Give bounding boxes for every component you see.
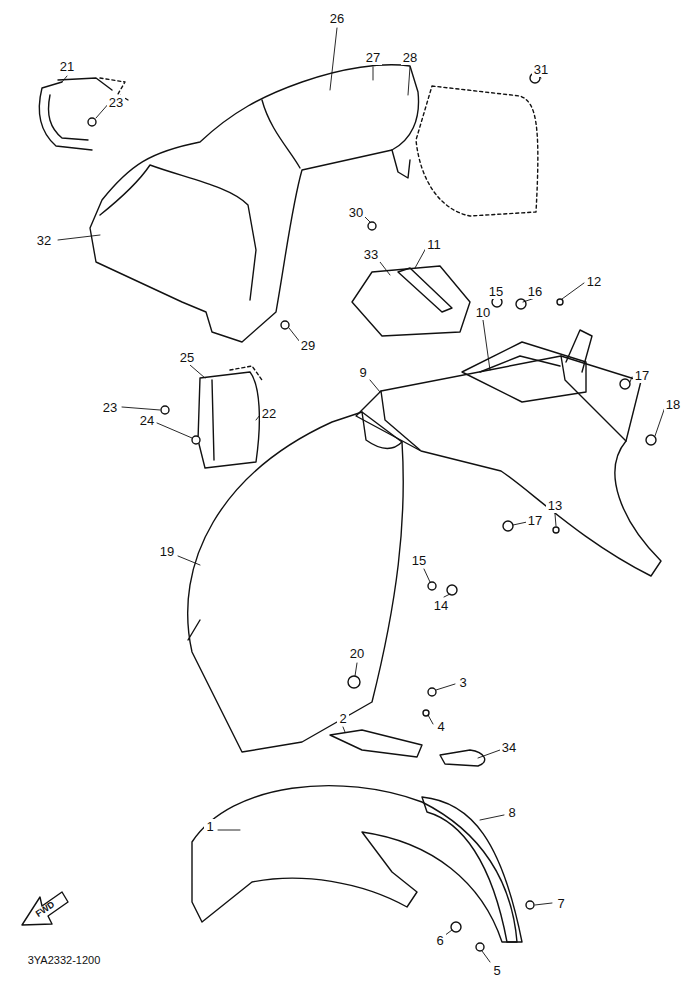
callout-number: 25	[178, 350, 196, 365]
callout-number: 13	[546, 498, 564, 513]
callout-number: 4	[435, 719, 446, 734]
front-fender	[192, 786, 517, 942]
callout-number: 17	[526, 513, 544, 528]
callout-number: 33	[362, 247, 380, 262]
part-code: 3YA2332-1200	[26, 954, 103, 967]
callout-number: 8	[506, 805, 517, 820]
callout-number: 15	[487, 284, 505, 299]
fwd-arrow	[22, 892, 68, 925]
rear-fender-edge	[188, 412, 402, 640]
stay	[566, 330, 592, 372]
seat-hook	[392, 150, 410, 178]
direction-label: FWD	[32, 898, 58, 921]
mudguard	[422, 797, 522, 942]
callout-number: 9	[357, 365, 368, 380]
plate	[462, 342, 586, 402]
callout-number: 11	[425, 237, 443, 252]
callout-number: 6	[434, 933, 445, 948]
callout-number: 15	[410, 553, 428, 568]
callout-number: 16	[526, 284, 544, 299]
callout-number: 31	[532, 62, 550, 77]
grab-bar	[39, 78, 112, 150]
hardware	[88, 73, 656, 951]
bracket-ghost	[230, 366, 262, 380]
callout-number: 2	[337, 711, 348, 726]
seat	[90, 65, 419, 342]
callout-number: 27	[364, 50, 382, 65]
callout-number: 10	[474, 305, 492, 320]
callout-number: 29	[299, 338, 317, 353]
callout-number: 19	[158, 544, 176, 559]
callout-number: 5	[491, 963, 502, 978]
callout-number: 23	[107, 95, 125, 110]
callout-number: 7	[555, 896, 566, 911]
bracket	[198, 372, 259, 468]
callout-number: 30	[347, 205, 365, 220]
callout-number: 24	[138, 413, 156, 428]
fender-edge	[381, 356, 626, 450]
callout-number: 34	[500, 740, 518, 755]
leader-lines	[58, 28, 665, 962]
callout-number: 3	[457, 675, 468, 690]
callout-number: 22	[260, 406, 278, 421]
brace	[330, 730, 422, 757]
strap	[398, 268, 452, 312]
callout-number: 20	[348, 646, 366, 661]
callout-number: 21	[58, 59, 76, 74]
seat-edge	[100, 100, 300, 300]
callout-number: 14	[432, 598, 450, 613]
callout-number: 1	[204, 819, 215, 834]
callout-number: 32	[35, 233, 53, 248]
callout-number: 18	[664, 397, 682, 412]
upper-fender	[356, 356, 661, 576]
callout-number: 17	[633, 368, 651, 383]
taillight	[416, 86, 538, 216]
callout-number: 12	[585, 274, 603, 289]
callout-number: 26	[328, 11, 346, 26]
callout-number: 28	[401, 50, 419, 65]
pad	[352, 266, 470, 336]
rear-fender	[188, 412, 404, 752]
callout-number: 23	[101, 400, 119, 415]
